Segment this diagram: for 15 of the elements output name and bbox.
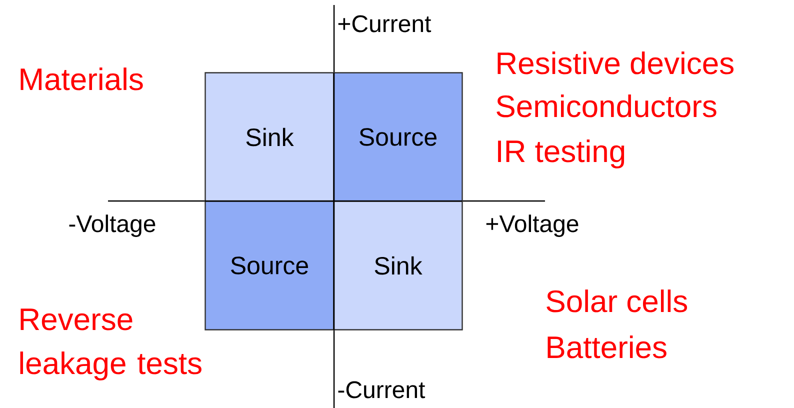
quadrant-box: Sink xyxy=(204,72,334,202)
application-label: Resistive devices xyxy=(498,52,734,74)
application-label: Reverse leakage tests xyxy=(20,308,202,380)
axis-label: -Current xyxy=(338,381,426,398)
application-label: Batteries xyxy=(548,336,666,358)
quadrant-box: Sink xyxy=(333,200,463,330)
application-label: Materials xyxy=(20,68,143,90)
application-label: Solar cells xyxy=(546,290,688,312)
quadrant-box: Source xyxy=(333,72,463,202)
axis-label: +Voltage xyxy=(486,214,578,237)
quadrant-box: Source xyxy=(204,200,334,330)
application-label: IR testing xyxy=(498,140,624,168)
application-label: Semiconductors xyxy=(496,94,716,118)
axis-label: +Current xyxy=(338,15,432,32)
axis-label: -Voltage xyxy=(69,214,156,237)
